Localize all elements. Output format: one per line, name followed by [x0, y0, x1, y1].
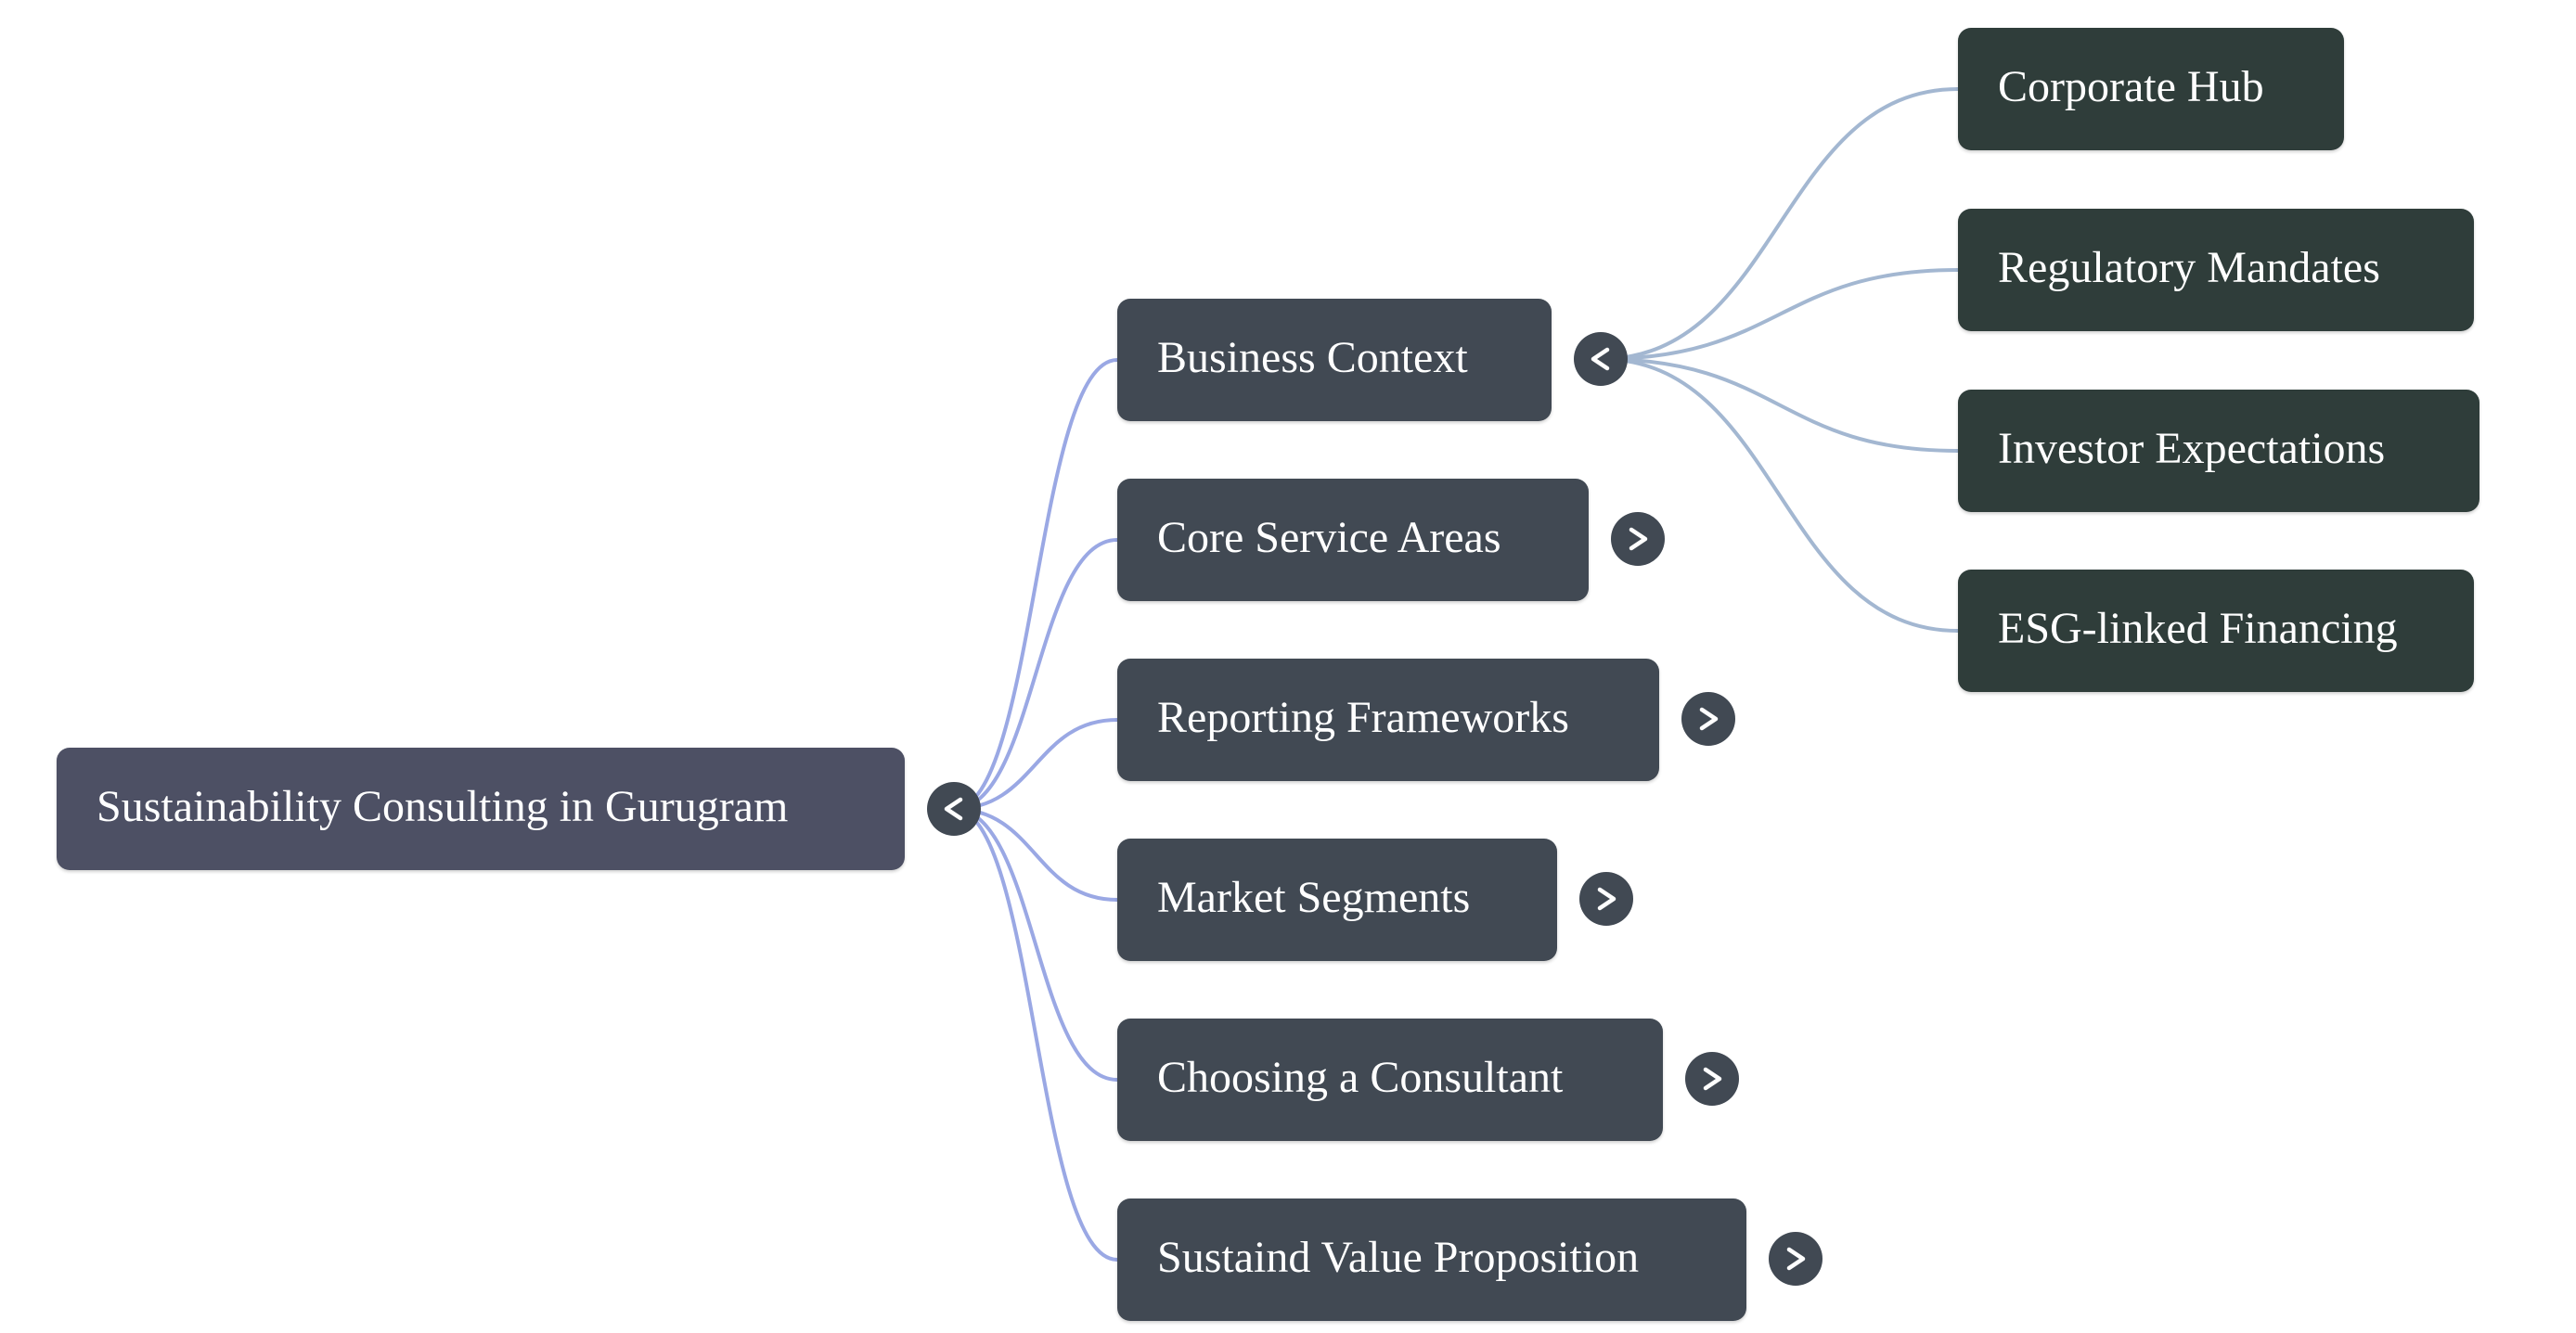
branch-expand-toggle-sustaind-value-proposition[interactable] — [1769, 1232, 1823, 1286]
leaf-node-esg-linked-financing[interactable]: ESG-linked Financing — [1958, 570, 2474, 692]
branch-expand-toggle-core-service-areas[interactable] — [1611, 512, 1665, 566]
branch-expand-toggle-reporting-frameworks[interactable] — [1681, 692, 1735, 746]
expand-chevron-right-icon — [1629, 527, 1648, 551]
collapse-chevron-left-icon — [1591, 347, 1610, 371]
branch-node-label: Choosing a Consultant — [1157, 1053, 1564, 1102]
edge-branch-to-leaf — [1599, 268, 1960, 361]
branch-node-sustaind-value-proposition[interactable]: Sustaind Value Proposition — [1117, 1198, 1746, 1321]
edge-root-to-branch — [952, 807, 1119, 1082]
branch-node-core-service-areas[interactable]: Core Service Areas — [1117, 479, 1589, 601]
expand-chevron-right-icon — [1703, 1067, 1722, 1091]
leaf-node-corporate-hub[interactable]: Corporate Hub — [1958, 28, 2344, 150]
branch-node-label: Market Segments — [1157, 873, 1471, 922]
expand-chevron-right-icon — [1699, 707, 1719, 731]
expand-chevron-right-icon — [1597, 887, 1616, 911]
branch-node-choosing-a-consultant[interactable]: Choosing a Consultant — [1117, 1019, 1663, 1141]
collapse-chevron-left-icon — [944, 797, 963, 821]
edge-branch-to-leaf — [1599, 357, 1960, 453]
branch-expand-toggle-market-segments[interactable] — [1579, 872, 1633, 926]
branch-node-label: Core Service Areas — [1157, 513, 1501, 562]
branch-node-label: Sustaind Value Proposition — [1157, 1233, 1640, 1282]
leaf-node-label: Investor Expectations — [1998, 424, 2386, 473]
branch-collapse-toggle-business-context[interactable] — [1574, 332, 1628, 386]
branch-node-business-context[interactable]: Business Context — [1117, 299, 1552, 421]
branch-node-market-segments[interactable]: Market Segments — [1117, 839, 1557, 961]
root-collapse-toggle[interactable] — [927, 782, 981, 836]
edge-root-to-branch — [952, 358, 1119, 811]
edge-root-to-branch — [952, 538, 1119, 811]
root-node-label: Sustainability Consulting in Gurugram — [97, 782, 789, 831]
leaf-node-label: ESG-linked Financing — [1998, 604, 2398, 653]
root-node[interactable]: Sustainability Consulting in Gurugram — [57, 748, 905, 870]
branch-node-reporting-frameworks[interactable]: Reporting Frameworks — [1117, 659, 1659, 781]
edge-root-to-branch — [952, 807, 1119, 902]
edge-root-to-branch — [952, 807, 1119, 1262]
branch-expand-toggle-choosing-a-consultant[interactable] — [1685, 1052, 1739, 1106]
leaf-node-label: Corporate Hub — [1998, 62, 2264, 111]
leaf-node-investor-expectations[interactable]: Investor Expectations — [1958, 390, 2479, 512]
branch-node-label: Reporting Frameworks — [1157, 693, 1569, 742]
expand-chevron-right-icon — [1786, 1247, 1806, 1271]
edge-root-to-branch — [952, 718, 1119, 811]
branch-node-label: Business Context — [1157, 333, 1468, 382]
leaf-node-regulatory-mandates[interactable]: Regulatory Mandates — [1958, 209, 2474, 331]
leaf-node-label: Regulatory Mandates — [1998, 243, 2380, 292]
edge-branch-to-leaf — [1599, 87, 1960, 361]
edge-branch-to-leaf — [1599, 357, 1960, 633]
